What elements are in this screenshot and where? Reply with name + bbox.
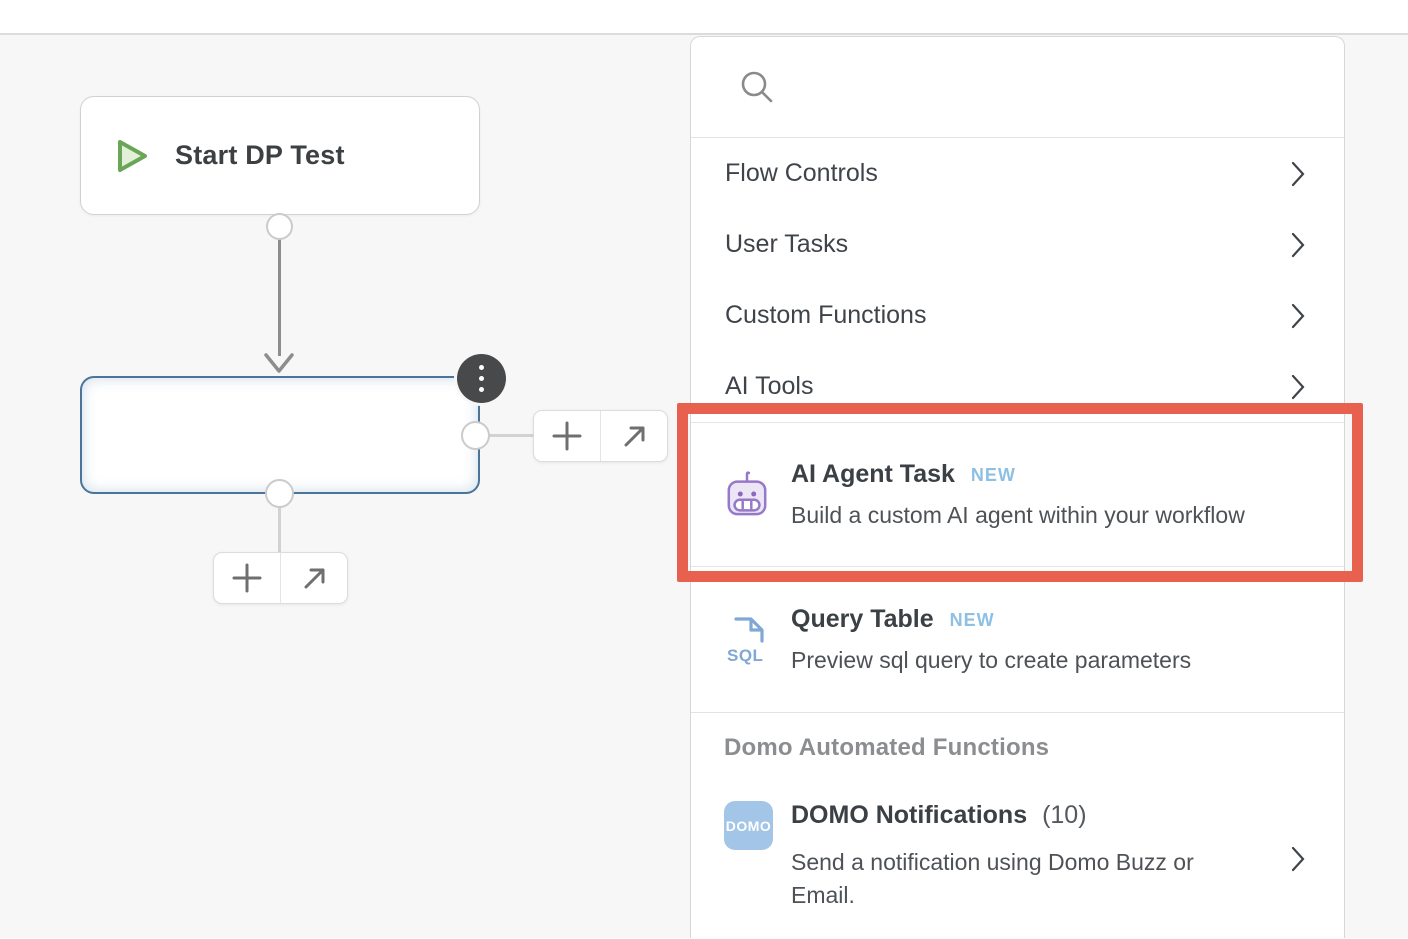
- section-header: Domo Automated Functions: [724, 733, 1050, 761]
- robot-icon: [724, 469, 770, 521]
- section-header-row: Domo Automated Functions: [691, 712, 1344, 782]
- action-description: Preview sql query to create parameters: [791, 647, 1192, 673]
- action-title: Query Table: [791, 605, 934, 633]
- chevron-right-icon: [1291, 374, 1306, 400]
- function-description: Send a notification using Domo Buzz or E…: [791, 849, 1194, 908]
- search-input[interactable]: [796, 56, 1344, 118]
- function-title: DOMO Notifications: [791, 801, 1028, 829]
- node-kebab-menu-button[interactable]: [457, 354, 506, 403]
- jump-connector-right-button[interactable]: [600, 411, 667, 461]
- category-custom-functions[interactable]: Custom Functions: [691, 280, 1344, 351]
- function-domo-notifications[interactable]: DOMO DOMO Notifications (10) Send a noti…: [691, 782, 1344, 939]
- action-description: Build a custom AI agent within your work…: [791, 502, 1245, 528]
- new-badge: NEW: [970, 465, 1016, 485]
- step-picker-panel: Flow Controls User Tasks Custom Function…: [690, 36, 1345, 938]
- action-ai-agent-task[interactable]: AI Agent Task NEW Build a custom AI agen…: [691, 422, 1344, 567]
- kebab-dot: [479, 365, 484, 370]
- category-label: AI Tools: [725, 372, 814, 400]
- right-stub-line: [489, 434, 534, 437]
- category-label: User Tasks: [725, 230, 849, 258]
- chevron-right-icon: [1291, 161, 1306, 187]
- top-bar: [0, 0, 1408, 35]
- kebab-dot: [479, 376, 484, 381]
- add-step-bottom-button[interactable]: [214, 553, 280, 603]
- selected-node[interactable]: [80, 376, 480, 494]
- chevron-right-icon: [1291, 232, 1306, 258]
- search-bar: [691, 37, 1344, 138]
- arrow-up-right-icon: [301, 565, 328, 592]
- sql-icon-text: SQL: [727, 646, 763, 665]
- chevron-right-icon: [1291, 846, 1306, 872]
- function-count: (10): [1042, 801, 1087, 829]
- node-bottom-port[interactable]: [265, 479, 294, 508]
- start-node-output-port[interactable]: [266, 213, 293, 240]
- sql-file-icon: SQL: [724, 615, 770, 665]
- domo-logo-icon: DOMO: [724, 801, 773, 850]
- add-step-right-button[interactable]: [534, 411, 600, 461]
- plus-icon: [231, 562, 263, 594]
- category-user-tasks[interactable]: User Tasks: [691, 209, 1344, 280]
- category-label: Custom Functions: [725, 301, 927, 329]
- new-badge: NEW: [949, 610, 995, 630]
- search-icon: [739, 69, 776, 106]
- edge-line: [278, 239, 281, 356]
- category-ai-tools[interactable]: AI Tools: [691, 351, 1344, 422]
- start-node[interactable]: Start DP Test: [80, 96, 480, 215]
- action-title: AI Agent Task: [791, 460, 955, 488]
- play-icon: [111, 135, 153, 177]
- arrow-up-right-icon: [621, 423, 648, 450]
- right-connector-actions: [533, 410, 668, 462]
- action-query-table[interactable]: SQL Query Table NEW Preview sql query to…: [691, 567, 1344, 712]
- category-flow-controls[interactable]: Flow Controls: [691, 138, 1344, 209]
- plus-icon: [551, 420, 583, 452]
- edge-arrowhead-icon: [262, 352, 296, 381]
- bottom-stub-line: [278, 507, 281, 553]
- category-label: Flow Controls: [725, 159, 878, 187]
- kebab-dot: [479, 387, 484, 392]
- jump-connector-bottom-button[interactable]: [280, 553, 347, 603]
- node-right-port[interactable]: [461, 421, 490, 450]
- bottom-connector-actions: [213, 552, 348, 604]
- start-node-label: Start DP Test: [175, 140, 345, 170]
- chevron-right-icon: [1291, 303, 1306, 329]
